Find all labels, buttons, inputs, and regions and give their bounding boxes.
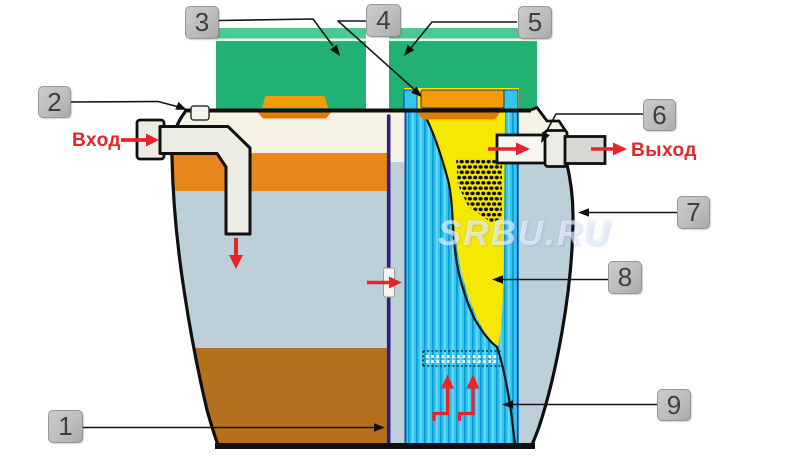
callout-9: 9 xyxy=(657,389,691,421)
callout-4: 4 xyxy=(366,4,401,37)
callout-6: 6 xyxy=(643,99,676,131)
filter-honeycomb xyxy=(456,158,502,223)
upflow-arrows xyxy=(432,374,480,421)
rim-seal-port xyxy=(190,105,210,121)
upflow-arrow-icon xyxy=(466,374,480,389)
inlet-downflow-arrow-icon xyxy=(229,255,243,269)
leader-6 xyxy=(544,113,643,135)
callout-7: 7 xyxy=(677,196,710,229)
leader-1-arrowhead xyxy=(374,423,385,432)
tank-shell xyxy=(170,105,575,449)
outlet-flow-arrow-outer-icon xyxy=(613,142,627,156)
left-cover-top-band xyxy=(216,28,366,39)
inlet-tee xyxy=(158,125,252,236)
inlet-flow-arrow-icon xyxy=(146,133,159,147)
leader-8-arrowhead xyxy=(492,275,503,284)
outlet-pipe xyxy=(488,129,627,168)
filter-lid-skirt xyxy=(417,112,500,120)
partition xyxy=(367,114,402,447)
transfer-flow-arrow-icon xyxy=(389,276,402,289)
outlet-label: Выход xyxy=(631,140,697,161)
outlet-chamber-water xyxy=(516,162,573,446)
upflow-arrow-icon xyxy=(441,374,454,389)
left-cover-handle xyxy=(262,96,328,108)
right-cover-top-band xyxy=(389,28,537,39)
inlet-pipe xyxy=(121,118,252,269)
right-cover-seam xyxy=(389,38,537,42)
perforated-band xyxy=(422,350,502,367)
leader-9-arrowhead xyxy=(502,400,513,409)
leader-4-arrowhead xyxy=(411,86,422,97)
biofilter-lid-assembly xyxy=(403,88,519,113)
biofilter-left-edge xyxy=(404,112,407,446)
sludge-layer xyxy=(171,348,389,446)
callout-2: 2 xyxy=(38,86,71,118)
leader-2-arrowhead xyxy=(175,101,187,110)
rim-notch xyxy=(530,105,568,133)
leader-lines xyxy=(69,18,677,432)
tank-wall-right xyxy=(530,131,575,446)
callout-3: 3 xyxy=(185,6,219,39)
leader-6-arrowhead xyxy=(541,131,550,143)
outlet-flow-arrow-inner-icon xyxy=(516,142,530,156)
callout-8: 8 xyxy=(608,261,642,294)
inlet-label: Вход xyxy=(72,130,121,151)
left-cover-seam xyxy=(216,38,366,42)
mid-water-strip xyxy=(389,162,406,446)
leader-2 xyxy=(69,100,180,108)
leader-3 xyxy=(218,18,334,47)
leader-3-arrowhead xyxy=(330,44,340,56)
leader-4 xyxy=(337,20,417,92)
callout-5: 5 xyxy=(518,6,552,39)
filter-boundary-line xyxy=(423,113,517,445)
leader-5 xyxy=(409,21,517,50)
leader-7-arrowhead xyxy=(578,208,589,217)
callout-1: 1 xyxy=(48,410,83,443)
filter-lid xyxy=(420,89,505,109)
left-cover-handle-skirt xyxy=(258,112,331,119)
scum-layer xyxy=(171,153,389,191)
leader-5-arrowhead xyxy=(404,44,415,56)
